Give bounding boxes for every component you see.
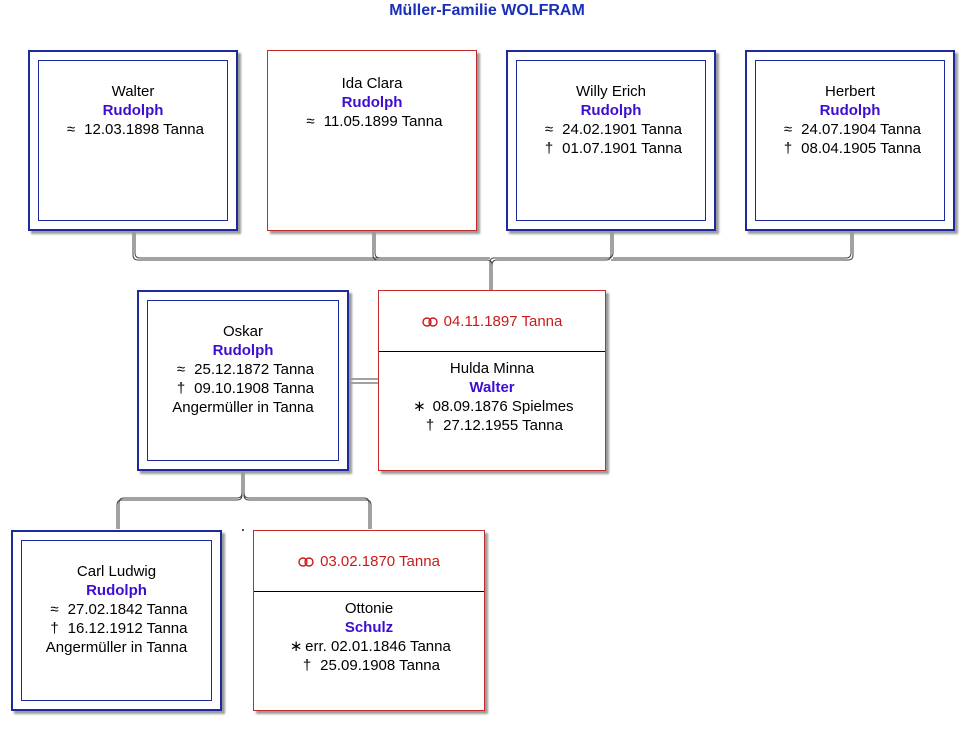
given-name: Hulda Minna xyxy=(449,360,535,377)
death-icon: † xyxy=(176,380,186,397)
person-card-hulda-minna[interactable]: 04.11.1897 Tanna Hulda Minna Walter ∗ 08… xyxy=(378,290,606,471)
baptism-icon: ≈ xyxy=(544,121,554,138)
surname: Rudolph xyxy=(819,102,881,119)
birth-line: ∗err. 02.01.1846 Tanna xyxy=(254,637,484,656)
given-name: Willy Erich xyxy=(576,83,646,100)
person-card-oskar[interactable]: Oskar Rudolph ≈ 25.12.1872 Tanna † 09.10… xyxy=(137,290,349,471)
death-line: † 27.12.1955 Tanna xyxy=(379,416,605,435)
surname: Rudolph xyxy=(212,342,274,359)
rings-icon xyxy=(298,557,314,567)
stray-dot xyxy=(242,529,244,531)
surname: Walter xyxy=(469,379,515,396)
death-line: † 16.12.1912 Tanna xyxy=(22,619,211,638)
page-title: Müller-Familie WOLFRAM xyxy=(389,2,585,19)
baptism-line: ≈ 27.02.1842 Tanna xyxy=(22,600,211,619)
death-line: † 25.09.1908 Tanna xyxy=(254,656,484,675)
baptism-icon: ≈ xyxy=(176,361,186,378)
birth-icon: ∗ xyxy=(413,398,426,415)
person-card-walter[interactable]: Walter Rudolph ≈ 12.03.1898 Tanna xyxy=(28,50,238,231)
surname: Rudolph xyxy=(580,102,642,119)
person-card-ida-clara[interactable]: Ida Clara Rudolph ≈ 11.05.1899 Tanna xyxy=(267,50,477,231)
given-name: Oskar xyxy=(222,323,263,340)
marriage-date: 04.11.1897 Tanna xyxy=(443,313,563,330)
occupation: Angermüller in Tanna xyxy=(45,639,188,656)
baptism-line: ≈ 25.12.1872 Tanna xyxy=(148,360,338,379)
given-name: Ida Clara xyxy=(341,75,403,92)
given-name: Ottonie xyxy=(344,600,394,617)
rings-icon xyxy=(421,317,438,327)
given-name: Walter xyxy=(111,83,155,100)
baptism-line: ≈ 11.05.1899 Tanna xyxy=(268,112,476,131)
person-card-herbert[interactable]: Herbert Rudolph ≈ 24.07.1904 Tanna † 08.… xyxy=(745,50,955,231)
baptism-line: ≈ 24.07.1904 Tanna xyxy=(756,120,944,139)
person-card-ottonie[interactable]: 03.02.1870 Tanna Ottonie Schulz ∗err. 02… xyxy=(253,530,485,711)
birth-line: ∗ 08.09.1876 Spielmes xyxy=(379,397,605,416)
surname: Rudolph xyxy=(102,102,164,119)
baptism-icon: ≈ xyxy=(306,113,315,130)
death-icon: † xyxy=(783,140,793,157)
death-icon: † xyxy=(50,620,59,637)
death-icon: † xyxy=(425,417,435,434)
baptism-line: ≈ 24.02.1901 Tanna xyxy=(517,120,705,139)
baptism-icon: ≈ xyxy=(50,601,59,618)
death-line: † 01.07.1901 Tanna xyxy=(517,139,705,158)
surname: Rudolph xyxy=(86,582,147,599)
person-card-carl-ludwig[interactable]: Carl Ludwig Rudolph ≈ 27.02.1842 Tanna †… xyxy=(11,530,222,711)
occupation: Angermüller in Tanna xyxy=(172,399,314,416)
death-line: † 09.10.1908 Tanna xyxy=(148,379,338,398)
death-line: † 08.04.1905 Tanna xyxy=(756,139,944,158)
birth-icon: ∗ xyxy=(289,638,303,655)
surname: Rudolph xyxy=(341,94,403,111)
baptism-icon: ≈ xyxy=(66,121,76,138)
marriage-line: 04.11.1897 Tanna xyxy=(379,291,605,352)
person-card-willy-erich[interactable]: Willy Erich Rudolph ≈ 24.02.1901 Tanna †… xyxy=(506,50,716,231)
surname: Schulz xyxy=(344,619,394,636)
baptism-line: ≈ 12.03.1898 Tanna xyxy=(39,120,227,139)
baptism-icon: ≈ xyxy=(783,121,793,138)
given-name: Carl Ludwig xyxy=(76,563,157,580)
death-icon: † xyxy=(302,657,312,674)
marriage-line: 03.02.1870 Tanna xyxy=(254,531,484,592)
death-icon: † xyxy=(544,140,554,157)
given-name: Herbert xyxy=(824,83,876,100)
marriage-date: 03.02.1870 Tanna xyxy=(320,553,440,570)
